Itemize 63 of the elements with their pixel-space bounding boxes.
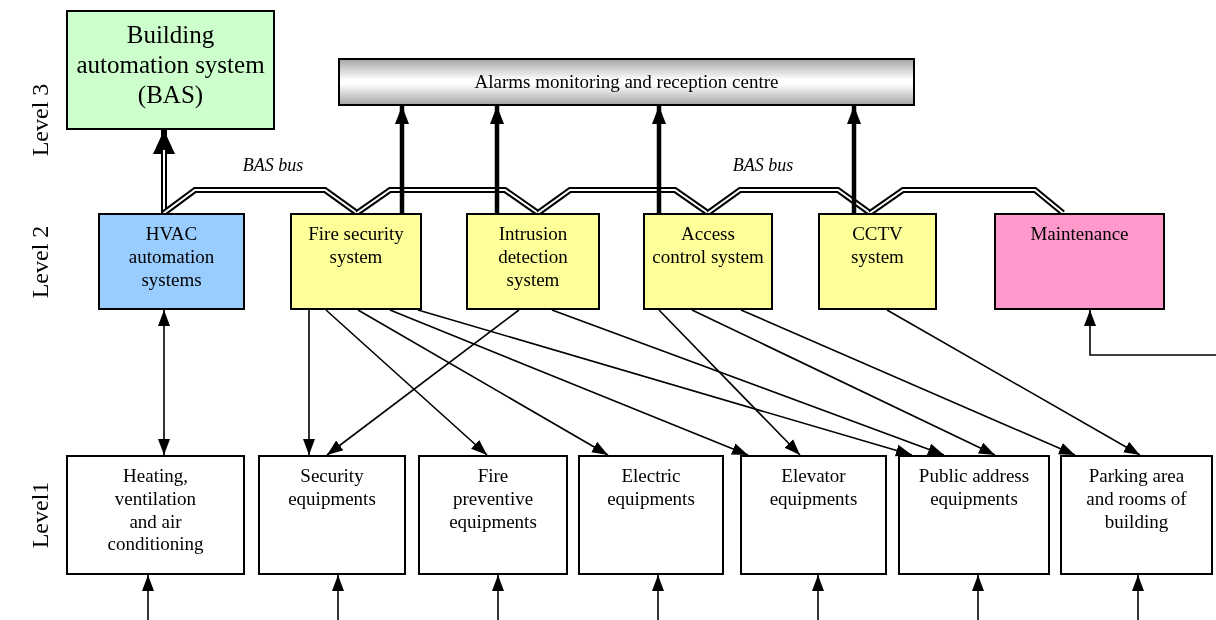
node-text: Parking area and rooms of building — [1085, 465, 1188, 534]
equipment-box — [66, 455, 245, 575]
level-label: Level1 — [26, 481, 54, 549]
arrow — [1132, 574, 1144, 620]
arrow — [691, 309, 996, 456]
node-text: Fire security system — [307, 223, 405, 269]
node-text: Alarms monitoring and reception centre — [474, 70, 779, 94]
arrow — [652, 574, 664, 620]
double-line-connector — [153, 130, 175, 213]
node-text: CCTV system — [850, 223, 905, 269]
arrow — [652, 106, 666, 213]
node-text: HVAC automation systems — [127, 223, 216, 292]
node-text: Maintenance — [1030, 223, 1129, 246]
node-text: Building automation system (BAS) — [75, 20, 266, 110]
equipment-box — [1060, 455, 1213, 575]
system-box — [818, 213, 937, 310]
system-box — [466, 213, 600, 310]
arrow — [490, 106, 504, 213]
double-line-connector — [706, 187, 872, 216]
node-text: Electric equipments — [606, 465, 696, 511]
arrow — [417, 309, 913, 457]
node-text: Fire preventive equipments — [448, 465, 538, 534]
system-box — [98, 213, 245, 310]
equipment-box — [740, 455, 887, 575]
node-text: Elevator equipments — [768, 465, 859, 511]
equipment-box — [418, 455, 568, 575]
centre-box — [338, 58, 915, 106]
double-line-connector — [868, 187, 1065, 216]
double-line-connector — [536, 187, 710, 216]
arrow — [551, 309, 945, 456]
level-label: Level 3 — [26, 83, 54, 157]
arrow — [332, 574, 344, 620]
system-box — [643, 213, 773, 310]
double-line-connector — [162, 187, 359, 216]
arrow — [395, 106, 409, 213]
arrow — [325, 309, 488, 456]
arrow — [389, 309, 749, 456]
arrow — [326, 309, 520, 456]
system-box — [66, 10, 275, 130]
node-text: Security equipments — [287, 465, 377, 511]
arrow — [1084, 309, 1216, 356]
node-text: Intrusion detection system — [497, 223, 569, 292]
equipment-box — [258, 455, 406, 575]
arrow — [972, 574, 984, 620]
arrow — [492, 574, 504, 620]
node-text: Heating, ventilation and air conditioning — [106, 465, 205, 557]
node-text: Public address equipments — [918, 465, 1030, 511]
equipment-box — [898, 455, 1050, 575]
arrow — [847, 106, 861, 213]
system-box — [290, 213, 422, 310]
arrow — [158, 309, 170, 456]
arrow — [812, 574, 824, 620]
arrow — [303, 309, 315, 456]
level-label: Level 2 — [26, 225, 54, 299]
arrow — [142, 574, 154, 620]
equipment-box — [578, 455, 724, 575]
arrow — [357, 309, 609, 456]
arrow — [658, 309, 801, 456]
arrow — [740, 309, 1076, 456]
arrow — [886, 309, 1141, 456]
node-text: Access control system — [652, 223, 764, 269]
double-line-connector — [355, 187, 540, 216]
system-box — [994, 213, 1165, 310]
